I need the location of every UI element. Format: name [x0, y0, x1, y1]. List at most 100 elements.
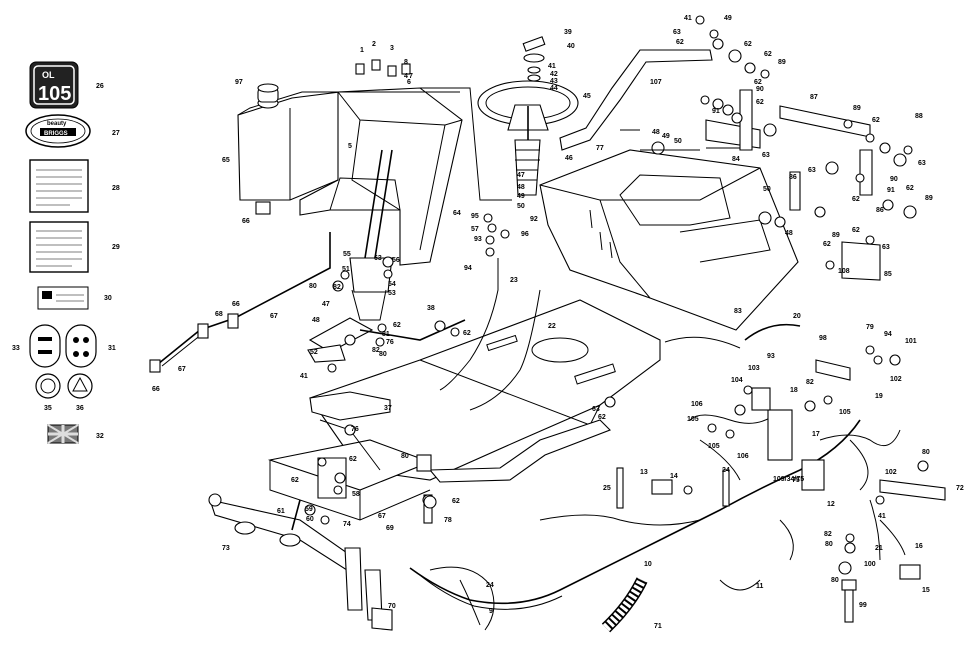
callout-44: 44: [550, 85, 558, 92]
decal-33-31-controls: [29, 324, 97, 368]
callout-39: 39: [564, 29, 572, 36]
callout-24: 24: [486, 582, 494, 589]
callout-47: 47: [322, 301, 330, 308]
callout-83: 83: [734, 308, 742, 315]
decal-29-label: [29, 221, 89, 273]
callout-62: 62: [291, 477, 299, 484]
callout-48: 48: [312, 317, 320, 324]
callout-50: 50: [763, 186, 771, 193]
callout-20: 20: [793, 313, 801, 320]
callout-52: 52: [310, 349, 318, 356]
callout-26: 26: [96, 83, 104, 90]
callout-89: 89: [925, 195, 933, 202]
callout-96: 96: [521, 231, 529, 238]
callout-78: 78: [444, 517, 452, 524]
callout-82: 82: [372, 347, 380, 354]
callout-35: 35: [44, 405, 52, 412]
callout-66: 66: [242, 218, 250, 225]
callout-89: 89: [832, 232, 840, 239]
callout-80: 80: [309, 283, 317, 290]
callout-88: 88: [915, 113, 923, 120]
callout-62: 62: [598, 414, 606, 421]
callout-40: 40: [567, 43, 575, 50]
callout-74: 74: [343, 521, 351, 528]
callout-80: 80: [831, 577, 839, 584]
callout-77: 77: [596, 145, 604, 152]
front-axle: [208, 493, 393, 631]
decal-27-top-text: beauty: [47, 121, 67, 127]
callout-3: 3: [390, 45, 394, 52]
callout-17: 17: [812, 431, 820, 438]
callout-labels: 1234567891011121314151617181920212223242…: [12, 15, 964, 630]
callout-67: 67: [378, 513, 386, 520]
decal-26-number-text: 105: [38, 83, 71, 105]
callout-63: 63: [374, 255, 382, 262]
callout-49: 49: [517, 193, 525, 200]
callout-41: 41: [684, 15, 692, 22]
callout-57: 57: [471, 226, 479, 233]
callout-95: 95: [471, 213, 479, 220]
callout-87: 87: [810, 94, 818, 101]
pedal-assembly: [291, 317, 466, 531]
callout-46: 46: [565, 155, 573, 162]
callout-67: 67: [178, 366, 186, 373]
callout-94: 94: [884, 331, 892, 338]
steering-column: [349, 149, 393, 321]
callout-80: 80: [401, 453, 409, 460]
callout-47: 47: [517, 172, 525, 179]
callout-62: 62: [349, 456, 357, 463]
body-shell: [539, 149, 799, 331]
callout-5: 5: [348, 143, 352, 150]
callout-66: 66: [232, 301, 240, 308]
callout-32: 32: [96, 433, 104, 440]
callout-21: 21: [875, 545, 883, 552]
callout-62: 62: [906, 185, 914, 192]
callout-65: 65: [222, 157, 230, 164]
callout-30: 30: [104, 295, 112, 302]
callout-45: 45: [583, 93, 591, 100]
callout-48: 48: [652, 129, 660, 136]
callout-82: 82: [806, 379, 814, 386]
fuel-tank: [237, 83, 341, 215]
callout-76: 76: [351, 426, 359, 433]
callout-89: 89: [853, 105, 861, 112]
callout-80: 80: [825, 541, 833, 548]
callout-101: 101: [905, 338, 917, 345]
callout-62: 62: [393, 322, 401, 329]
callout-90: 90: [890, 176, 898, 183]
callout-106: 106: [691, 401, 703, 408]
callout-100: 100: [864, 561, 876, 568]
callout-59: 59: [305, 506, 313, 513]
callout-15: 15: [922, 587, 930, 594]
callout-62: 62: [754, 79, 762, 86]
callout-103: 103: [748, 365, 760, 372]
callout-41: 41: [548, 63, 556, 70]
callout-11: 11: [756, 583, 764, 590]
callout-62: 62: [764, 51, 772, 58]
callout-91: 91: [712, 108, 720, 115]
callout-37: 37: [384, 405, 392, 412]
callout-43: 43: [550, 78, 558, 85]
callout-62: 62: [676, 39, 684, 46]
seat-bracket: [309, 391, 391, 421]
callout-82: 82: [333, 284, 341, 291]
callout-12: 12: [827, 501, 835, 508]
callout-70: 70: [388, 603, 396, 610]
callout-105: 105: [839, 409, 851, 416]
callout-56: 56: [392, 257, 400, 264]
callout-7: 7: [409, 73, 413, 80]
callout-33: 33: [12, 345, 20, 352]
decal-26-logo: OL 105: [29, 61, 79, 109]
leader-lines: [338, 87, 740, 201]
callout-104: 104: [731, 377, 743, 384]
callout-63: 63: [592, 406, 600, 413]
callout-71: 71: [654, 623, 662, 630]
decal-28-label: [29, 159, 89, 213]
decal-36-warning: [67, 373, 93, 399]
callout-6: 6: [407, 79, 411, 86]
callout-72: 72: [956, 485, 964, 492]
callout-98: 98: [819, 335, 827, 342]
callout-19: 19: [875, 393, 883, 400]
callout-63: 63: [762, 152, 770, 159]
callout-109-34-75: 109/34/75: [773, 476, 804, 483]
